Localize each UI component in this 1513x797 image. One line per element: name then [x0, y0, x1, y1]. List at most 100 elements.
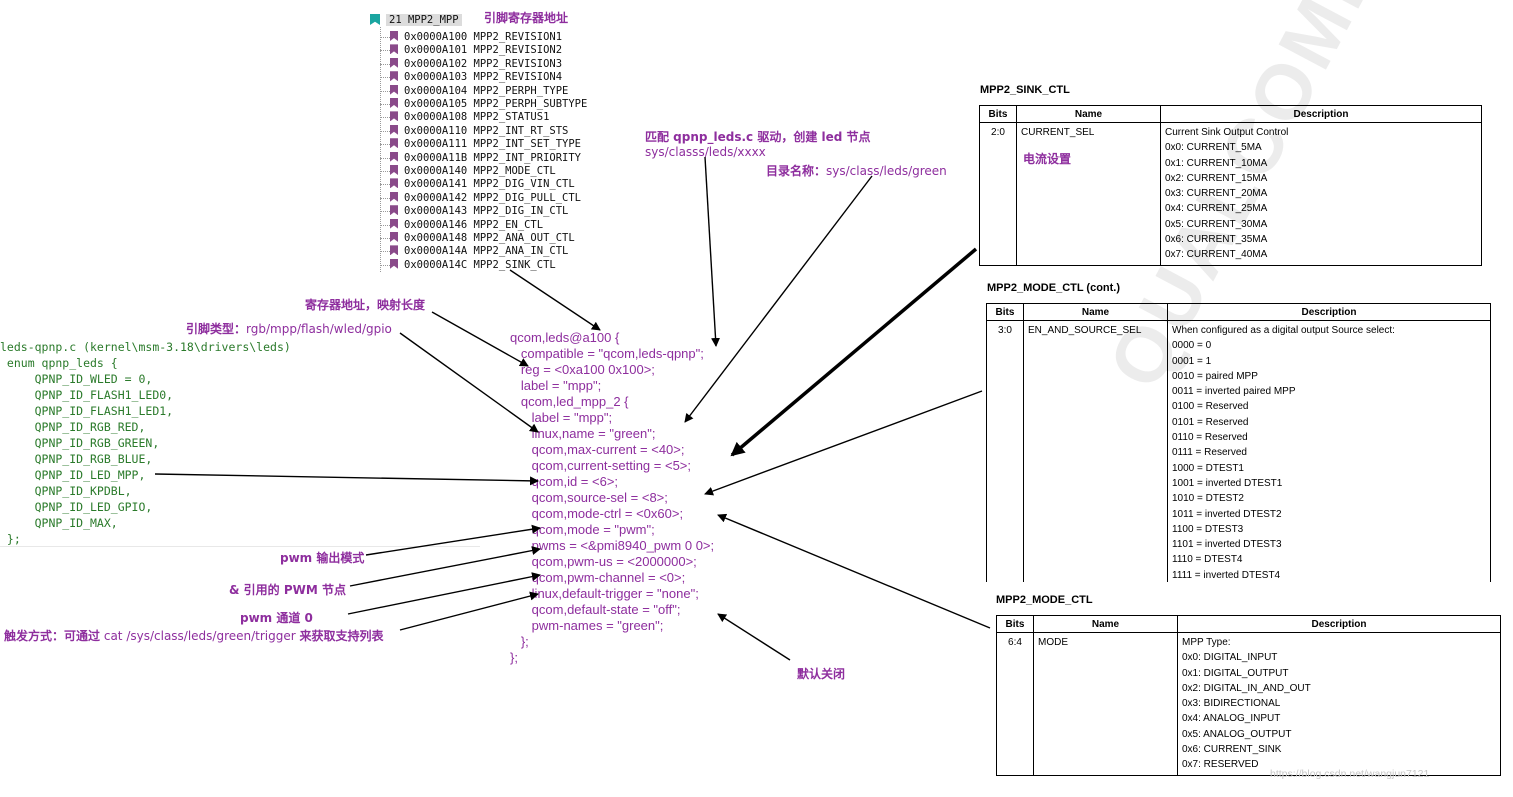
note-pwm-mode: pwm 输出模式 — [280, 551, 365, 565]
note-trigger: 触发方式：可通过 cat /sys/class/leds/green/trigg… — [4, 627, 384, 644]
tree-item[interactable]: 0x0000A101 MPP2_REVISION2 — [390, 44, 562, 57]
tree-connector — [380, 90, 390, 92]
tree-connector — [380, 224, 390, 226]
description-line: MPP Type: — [1182, 637, 1231, 648]
tree-item[interactable]: 0x0000A11B MPP2_INT_PRIORITY — [390, 151, 582, 165]
note-pin-reg-addr: 引脚寄存器地址 — [484, 11, 569, 25]
note-pin-type-label: 引脚类型： — [186, 322, 247, 336]
description-line: 0001 = 1 — [1172, 355, 1212, 367]
description-line: When configured as a digital output Sour… — [1172, 325, 1395, 336]
code-line: QPNP_ID_KPDBL, — [0, 484, 132, 498]
tree-connector — [380, 50, 390, 52]
tree-item-label: 0x0000A101 MPP2_REVISION2 — [404, 44, 563, 57]
tree-item[interactable]: 0x0000A143 MPP2_DIG_IN_CTL — [390, 205, 568, 218]
arrow-match-driver — [704, 156, 721, 347]
note-pwm-ref: & 引用的 PWM 节点 — [229, 583, 346, 597]
arrow-tree-to-node — [509, 269, 601, 331]
bookmark-icon — [390, 151, 398, 162]
arrow-dir-name — [684, 175, 873, 423]
tree-item-label: 0x0000A110 MPP2_INT_RT_STS — [404, 124, 569, 137]
tree-item-label: 0x0000A103 MPP2_REVISION4 — [404, 71, 563, 84]
note-match-driver-text: 匹配 qpnp_leds.c 驱动，创建 led 节点 — [645, 130, 871, 144]
bookmark-icon — [390, 138, 398, 149]
tree-item[interactable]: 0x0000A14C MPP2_SINK_CTL — [390, 258, 556, 272]
bookmark-icon — [390, 124, 398, 135]
description-line: 1001 = inverted DTEST1 — [1172, 477, 1283, 489]
code-line: QPNP_ID_FLASH1_LED1, — [0, 404, 174, 418]
description-line: 0101 = Reserved — [1172, 416, 1249, 428]
description-line: 0x0: DIGITAL_INPUT — [1182, 652, 1278, 664]
tree-item[interactable]: 0x0000A140 MPP2_MODE_CTL — [390, 165, 556, 178]
code-file-header: leds-qpnp.c (kernel\msm-3.18\drivers\led… — [0, 340, 291, 354]
tree-item[interactable]: 0x0000A14A MPP2_ANA_IN_CTL — [390, 245, 568, 258]
tree-item-label: 0x0000A105 MPP2_PERPH_SUBTYPE — [404, 98, 588, 110]
tree-item-label: 0x0000A11B MPP2_INT_PRIORITY — [404, 151, 582, 164]
description-line: 1101 = inverted DTEST3 — [1172, 539, 1282, 551]
description-line: 0100 = Reserved — [1172, 401, 1249, 413]
tree-connector — [380, 77, 390, 79]
dts-node: qcom,leds@a100 { compatible = "qcom,leds… — [510, 330, 714, 666]
col-description: Description — [1160, 105, 1482, 123]
note-dir-name-value: sys/class/leds/green — [826, 164, 947, 178]
bookmark-icon — [390, 232, 398, 242]
tree-item[interactable]: 0x0000A110 MPP2_INT_RT_STS — [390, 124, 569, 138]
description-line: 0x7: RESERVED — [1182, 759, 1259, 771]
bookmark-icon — [390, 205, 398, 216]
code-line: QPNP_ID_MAX, — [0, 516, 118, 530]
tree-item[interactable]: 0x0000A141 MPP2_DIG_VIN_CTL — [390, 178, 575, 191]
description-line: 0110 = Reserved — [1172, 432, 1248, 444]
tree-item[interactable]: 0x0000A104 MPP2_PERPH_TYPE — [390, 84, 569, 98]
col-bits: Bits — [979, 105, 1017, 123]
tree-connector — [380, 251, 390, 253]
mode-bits: 6:4 — [996, 632, 1034, 776]
code-line: enum qpnp_leds { — [0, 356, 118, 370]
blog-url: https://blog.csdn.net/wangjun7121 — [1270, 768, 1430, 780]
description-line: 0x6: CURRENT_35MA — [1165, 234, 1268, 246]
dts-line: qcom,pwm-us = <2000000>; — [510, 554, 697, 569]
mode-name: MODE — [1033, 632, 1178, 776]
tree-item-label: 0x0000A141 MPP2_DIG_VIN_CTL — [404, 178, 575, 191]
dts-line: qcom,source-sel = <8>; — [510, 490, 668, 505]
sink-table: Bits Name Description 2:0 CURRENT_SEL 电流… — [979, 105, 1482, 266]
tree-item[interactable]: 0x0000A148 MPP2_ANA_OUT_CTL — [390, 232, 575, 245]
dts-line: qcom,max-current = <40>; — [510, 442, 685, 457]
bookmark-icon — [390, 84, 398, 95]
tree-guide-line — [380, 27, 381, 272]
col-description: Description — [1167, 303, 1491, 321]
code-line: QPNP_ID_RGB_GREEN, — [0, 436, 160, 450]
dts-line: label = "mpp"; — [510, 410, 613, 425]
tree-connector — [380, 264, 390, 266]
bookmark-icon — [390, 98, 398, 108]
tree-item[interactable]: 0x0000A105 MPP2_PERPH_SUBTYPE — [390, 98, 587, 111]
note-default-off: 默认关闭 — [797, 667, 846, 681]
code-line: QPNP_ID_RGB_BLUE, — [0, 452, 153, 466]
description-line: 0x4: CURRENT_25MA — [1165, 203, 1268, 215]
tree-connector — [380, 157, 390, 159]
tree-item[interactable]: 0x0000A100 MPP2_REVISION1 — [390, 31, 562, 44]
tree-item-label: 0x0000A104 MPP2_PERPH_TYPE — [404, 84, 569, 97]
tree-item[interactable]: 0x0000A142 MPP2_DIG_PULL_CTL — [390, 191, 581, 205]
tree-item[interactable]: 0x0000A108 MPP2_STATUS1 — [390, 111, 549, 124]
dts-line: linux,name = "green"; — [510, 426, 656, 441]
dts-line: qcom,mode-ctrl = <0x60>; — [510, 506, 684, 521]
description-line: Current Sink Output Control — [1165, 127, 1289, 138]
bookmark-icon — [390, 31, 398, 41]
bookmark-icon — [390, 218, 398, 229]
tree-item[interactable]: 0x0000A146 MPP2_EN_CTL — [390, 218, 543, 232]
description-line: 0x3: CURRENT_20MA — [1165, 188, 1268, 200]
description-line: 1100 = DTEST3 — [1172, 523, 1244, 535]
sink-table-title: MPP2_SINK_CTL — [980, 84, 1070, 96]
description-line: 0011 = inverted paired MPP — [1172, 386, 1296, 398]
note-pin-type: 引脚类型：rgb/mpp/flash/wled/gpio — [186, 320, 392, 337]
tree-item[interactable]: 0x0000A111 MPP2_INT_SET_TYPE — [390, 138, 581, 151]
tree-root[interactable]: 21 MPP2_MPP — [370, 14, 462, 27]
code-line: QPNP_ID_LED_GPIO, — [0, 500, 153, 514]
mode-cont-description: When configured as a digital output Sour… — [1167, 319, 1491, 582]
bookmark-icon — [390, 111, 398, 122]
code-divider — [0, 546, 480, 547]
tree-item[interactable]: 0x0000A103 MPP2_REVISION4 — [390, 71, 562, 84]
dts-line: linux,default-trigger = "none"; — [510, 586, 699, 601]
dts-line: reg = <0xa100 0x100>; — [510, 362, 655, 377]
tree-item[interactable]: 0x0000A102 MPP2_REVISION3 — [390, 57, 562, 71]
